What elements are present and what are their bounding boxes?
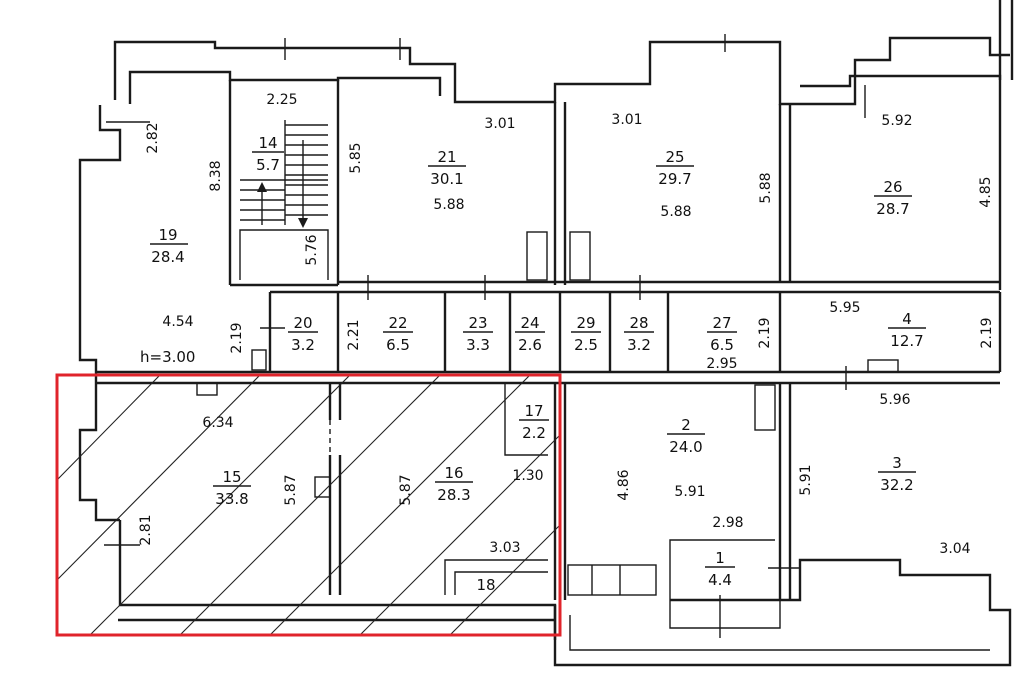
ceiling-height-note: h=3.00: [140, 348, 195, 366]
room-area: 24.0: [669, 438, 702, 456]
room-19: 19 28.4: [150, 226, 188, 266]
room-22: 22 6.5: [383, 314, 413, 354]
room-24: 24 2.6: [515, 314, 545, 354]
room-area: 3.3: [466, 336, 490, 354]
room-area: 6.5: [386, 336, 410, 354]
room-number: 14: [258, 134, 277, 152]
room-number: 25: [665, 148, 684, 166]
dimension-label: 5.96: [879, 392, 910, 408]
room-20: 20 3.2: [288, 314, 318, 354]
dimension-label: 4.86: [616, 469, 632, 500]
room-area: 2.5: [574, 336, 598, 354]
highlighted-area: [55, 373, 562, 637]
staircase: [240, 120, 328, 228]
room-26: 26 28.7: [874, 178, 912, 218]
dimension-label: 3.01: [484, 116, 515, 132]
dimension-label: 2.98: [712, 515, 743, 531]
dimension-label: 2.25: [266, 92, 297, 108]
room-number: 23: [468, 314, 487, 332]
room-25: 25 29.7: [656, 148, 694, 188]
room-number: 15: [222, 468, 241, 486]
room-number: 27: [712, 314, 731, 332]
room-area: 33.8: [215, 490, 248, 508]
room-23: 23 3.3: [463, 314, 493, 354]
room-area: 28.3: [437, 486, 470, 504]
room-28: 28 3.2: [624, 314, 654, 354]
room-number: 2: [681, 416, 691, 434]
room-area: 30.1: [430, 170, 463, 188]
room-number: 16: [444, 464, 463, 482]
room-14: 14 5.7: [252, 134, 284, 174]
room-area: 28.4: [151, 248, 184, 266]
outer-walls: [78, 0, 1014, 667]
room-number: 4: [902, 310, 912, 328]
dimension-label: 2.19: [229, 322, 245, 353]
dimension-label: 2.19: [979, 317, 995, 348]
dimension-label: 4.54: [162, 314, 193, 330]
dimension-label: 1.30: [512, 468, 543, 484]
dimension-label: 6.34: [202, 415, 233, 431]
dimension-label: 5.87: [398, 474, 414, 505]
room-number: 20: [293, 314, 312, 332]
dimension-label: 2.19: [757, 317, 773, 348]
dimension-label: 2.81: [138, 514, 154, 545]
room-area: 5.7: [256, 156, 280, 174]
room-area: 3.2: [291, 336, 315, 354]
room-area: 29.7: [658, 170, 691, 188]
dimension-label: 4.85: [978, 176, 994, 207]
room-area: 2.2: [522, 424, 546, 442]
room-number: 21: [437, 148, 456, 166]
room-18-number: 18: [476, 576, 495, 594]
room-area: 2.6: [518, 336, 542, 354]
room-21: 21 30.1: [428, 148, 466, 188]
dimension-label: 2.21: [346, 319, 362, 350]
room-number: 24: [520, 314, 539, 332]
dimension-label: 5.88: [758, 172, 774, 203]
room-number: 29: [576, 314, 595, 332]
room-area: 3.2: [627, 336, 651, 354]
room-3: 3 32.2: [878, 454, 916, 494]
dimension-labels: 2.82 8.38 2.25 5.85 3.01 3.01 5.88 5.88 …: [138, 92, 995, 557]
dimension-label: 5.88: [433, 197, 464, 213]
dimension-label: 5.76: [304, 234, 320, 265]
dimension-label: 5.88: [660, 204, 691, 220]
dimension-label: 5.91: [798, 464, 814, 495]
room-area: 32.2: [880, 476, 913, 494]
dimension-label: 3.01: [611, 112, 642, 128]
dimension-label: 5.92: [881, 113, 912, 129]
room-16: 16 28.3: [435, 464, 473, 504]
tick-marks: [104, 34, 866, 638]
room-number: 26: [883, 178, 902, 196]
room-number: 17: [524, 402, 543, 420]
dimension-label: 5.95: [829, 300, 860, 316]
dimension-label: 5.87: [283, 474, 299, 505]
room-1: 1 4.4: [705, 549, 735, 589]
room-number: 19: [158, 226, 177, 244]
room-area: 28.7: [876, 200, 909, 218]
dimension-label: 5.91: [674, 484, 705, 500]
dimension-label: 3.03: [489, 540, 520, 556]
room-2: 2 24.0: [667, 416, 705, 456]
dimension-label: 3.04: [939, 541, 970, 557]
room-area: 4.4: [708, 571, 732, 589]
room-area: 12.7: [890, 332, 923, 350]
room-number: 22: [388, 314, 407, 332]
dimension-label: 2.95: [706, 356, 737, 372]
room-number: 3: [892, 454, 902, 472]
room-15: 15 33.8: [213, 468, 251, 508]
dimension-label: 2.82: [145, 122, 161, 153]
dimension-label: 5.85: [348, 142, 364, 173]
room-4: 4 12.7: [888, 310, 926, 350]
room-29: 29 2.5: [571, 314, 601, 354]
room-17: 17 2.2: [519, 402, 549, 442]
room-number: 28: [629, 314, 648, 332]
interior-walls: [96, 80, 1002, 600]
room-number: 1: [715, 549, 725, 567]
room-area: 6.5: [710, 336, 734, 354]
room-27: 27 6.5: [707, 314, 737, 354]
dimension-label: 8.38: [208, 160, 224, 191]
